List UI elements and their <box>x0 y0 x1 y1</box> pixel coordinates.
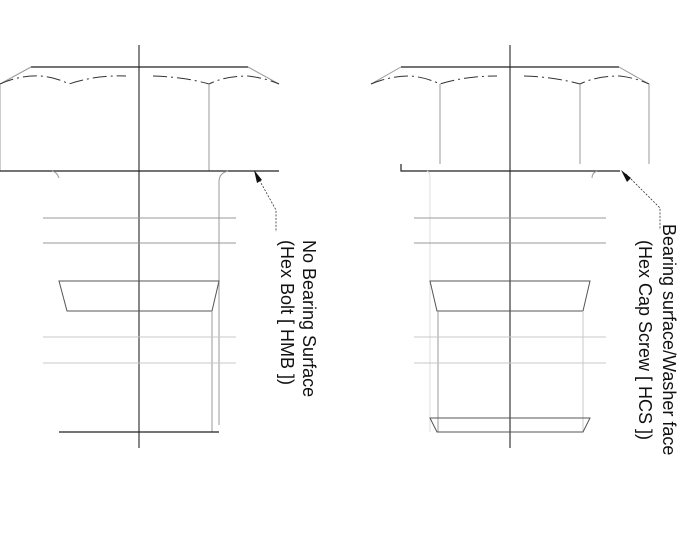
right-leader-line <box>625 173 661 230</box>
left-label-subtitle: (Hex Bolt [ HMB ]) <box>277 240 297 386</box>
right-washer-face <box>400 164 620 172</box>
right-bottom-chamfer <box>429 417 591 433</box>
left-chamfer-l <box>0 66 32 85</box>
left-chamfer-arc-2 <box>152 75 280 85</box>
hex-cap-screw-view <box>370 45 661 448</box>
left-fillet-l <box>51 170 60 179</box>
right-chamfer-arc-1 <box>370 75 498 85</box>
left-chamfer-arc-1 <box>0 75 127 85</box>
right-label-subtitle: (Hex Cap Screw [ HCS ]) <box>635 240 655 441</box>
right-chamfer-l <box>370 66 402 85</box>
hex-bolt-view <box>0 45 280 448</box>
right-chamfer-r <box>618 66 650 85</box>
left-label-title: No Bearing Surface <box>299 240 319 398</box>
left-arrowhead-icon <box>254 170 262 183</box>
right-arrowhead-icon <box>621 170 631 182</box>
left-fillet-r <box>218 170 229 425</box>
right-label-title: Bearing surface/Washer face <box>659 224 679 456</box>
left-leader-line <box>255 173 277 232</box>
right-fillet-l <box>426 170 431 432</box>
right-chamfer-arc-2 <box>523 75 650 85</box>
right-fillet-r <box>591 170 598 179</box>
left-chamfer-r <box>247 66 280 85</box>
